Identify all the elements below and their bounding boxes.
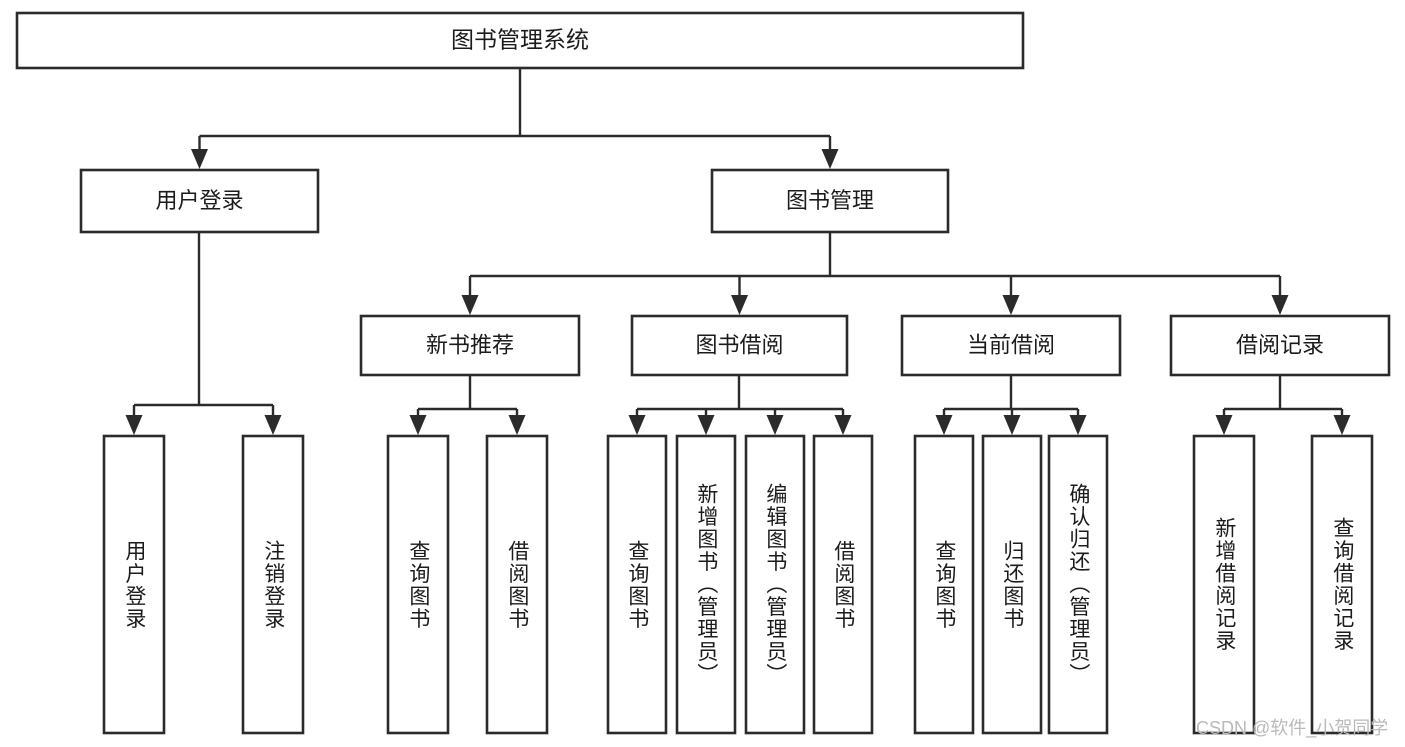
arrow-head-icon (1271, 295, 1289, 315)
node-leaf-add-record[interactable] (1192, 434, 1256, 735)
arrow-head-icon (731, 295, 748, 315)
arrow-head-icon (409, 415, 427, 435)
node-root-system-label: 图书管理系统 (451, 27, 589, 53)
node-user-login[interactable] (79, 168, 320, 234)
node-leaf-query-book-1[interactable] (386, 434, 450, 735)
node-current-borrow-label: 当前借阅 (967, 332, 1055, 357)
node-leaf-borrow-book-2[interactable] (812, 434, 874, 735)
node-book-borrow-label: 图书借阅 (695, 332, 783, 357)
node-root-system[interactable] (15, 11, 1025, 70)
arrow-head-icon (766, 415, 784, 435)
node-user-login-label: 用户登录 (155, 188, 243, 213)
node-leaf-query-record[interactable] (1310, 434, 1374, 735)
arrow-head-icon (264, 415, 282, 435)
connector-group (628, 375, 852, 435)
connectors-layer (125, 68, 1351, 435)
arrow-head-icon (697, 415, 715, 435)
node-book-manage[interactable] (710, 168, 950, 234)
node-borrow-record[interactable] (1169, 314, 1391, 377)
connector-group (1215, 375, 1351, 435)
node-borrow-record-label: 借阅记录 (1236, 332, 1324, 357)
node-leaf-query-book-3[interactable] (913, 434, 975, 735)
arrow-head-icon (1069, 415, 1087, 435)
node-leaf-add-book[interactable] (675, 434, 737, 735)
node-book-borrow[interactable] (630, 314, 849, 377)
arrow-head-icon (1003, 415, 1021, 435)
arrow-head-icon (1002, 295, 1020, 315)
connector-group (191, 68, 839, 169)
connector-group (935, 375, 1087, 435)
node-leaf-borrow-book-1[interactable] (485, 434, 549, 735)
connector-group (125, 232, 282, 435)
arrow-head-icon (1333, 415, 1351, 435)
arrow-head-icon (508, 415, 526, 435)
node-leaf-confirm-return[interactable] (1047, 434, 1109, 735)
node-current-borrow[interactable] (900, 314, 1122, 377)
node-new-book-rec-label: 新书推荐 (426, 332, 514, 357)
arrow-head-icon (935, 415, 953, 435)
csdn-watermark: CSDN @软件_小贺同学 (1196, 718, 1389, 738)
node-book-manage-label: 图书管理 (786, 188, 874, 213)
arrow-head-icon (191, 149, 208, 169)
node-leaf-edit-book[interactable] (744, 434, 806, 735)
node-new-book-rec[interactable] (359, 314, 581, 377)
arrow-head-icon (628, 415, 646, 435)
node-leaf-return-book[interactable] (981, 434, 1043, 735)
arrow-head-icon (461, 295, 479, 315)
node-leaf-user-login[interactable] (102, 434, 166, 735)
arrow-head-icon (1215, 415, 1233, 435)
boxes-layer (15, 11, 1391, 735)
arrow-head-icon (834, 415, 852, 435)
arrow-head-icon (125, 415, 143, 435)
node-leaf-logout[interactable] (241, 434, 305, 735)
connector-group (409, 375, 526, 435)
arrow-head-icon (821, 149, 839, 169)
node-leaf-query-book-2[interactable] (606, 434, 668, 735)
connector-group (461, 232, 1289, 315)
